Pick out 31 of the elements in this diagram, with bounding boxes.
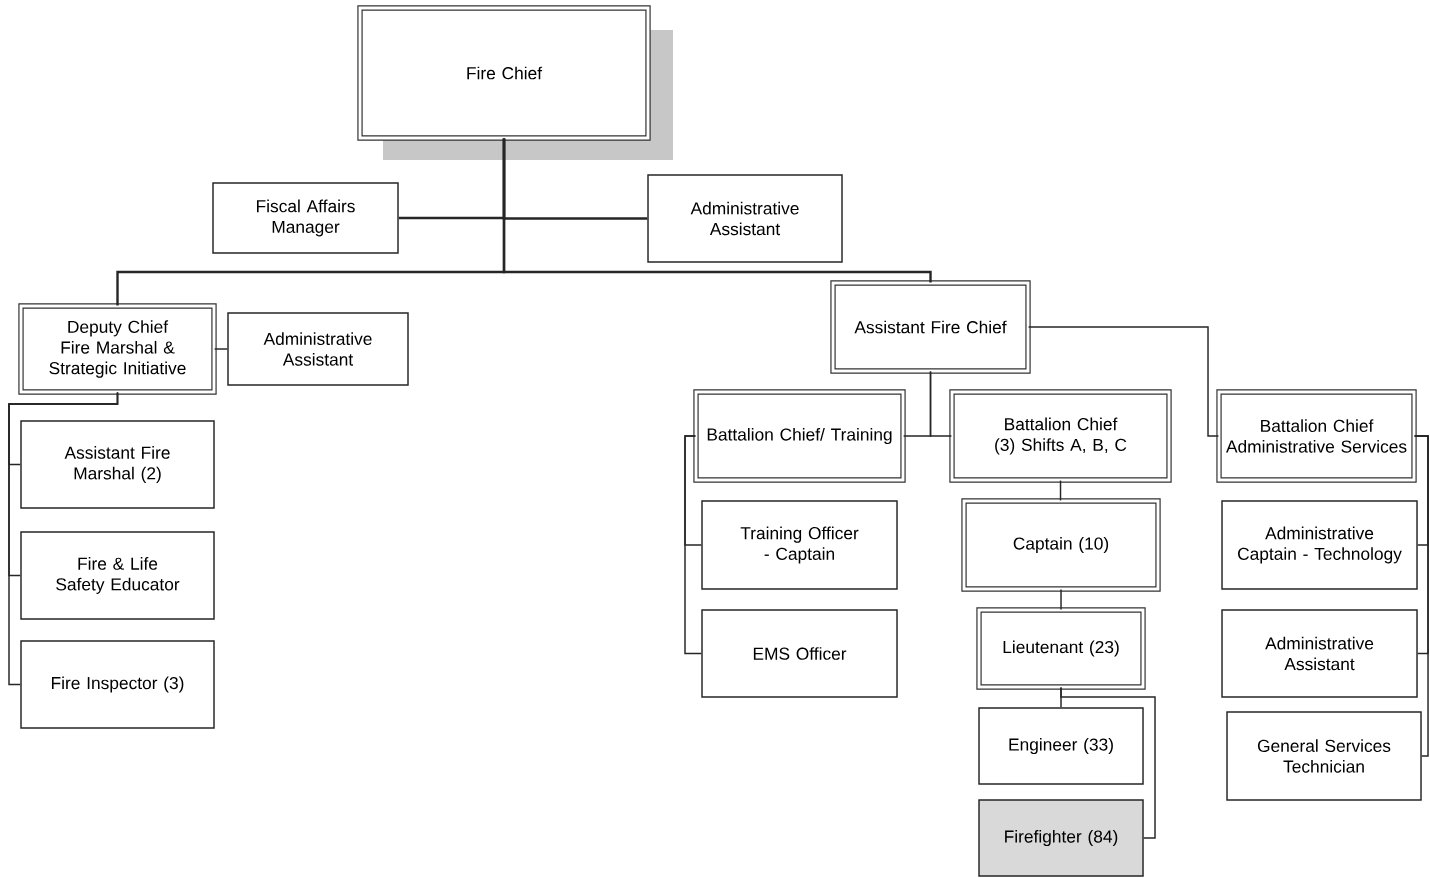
- position-box: Assistant Fire Marshal (2): [20, 420, 215, 509]
- position-box: Battalion Chief Administrative Services: [1216, 389, 1417, 483]
- position-box: Firefighter (84): [978, 799, 1144, 877]
- position-box: Fiscal Affairs Manager: [212, 182, 399, 254]
- connector-line: [1413, 435, 1429, 757]
- connector-line: [502, 138, 932, 283]
- position-box: Training Officer - Captain: [701, 500, 898, 590]
- connector-line: [213, 348, 228, 350]
- position-box: Administrative Assistant: [1221, 609, 1418, 698]
- position-box: Captain (10): [961, 498, 1161, 592]
- position-box: Fire Chief: [357, 5, 651, 141]
- position-box: Assistant Fire Chief: [830, 280, 1031, 374]
- position-box: EMS Officer: [701, 609, 898, 698]
- position-box: Administrative Assistant: [227, 312, 409, 386]
- position-box: General Services Technician: [1226, 711, 1422, 801]
- position-box: Administrative Captain - Technology: [1221, 500, 1418, 590]
- position-box: Engineer (33): [978, 707, 1144, 785]
- connector-line: [1060, 588, 1062, 611]
- position-box: Battalion Chief/ Training: [693, 389, 906, 483]
- connector-line: [684, 435, 702, 655]
- connector-line: [1027, 326, 1220, 437]
- position-box: Deputy Chief Fire Marshal & Strategic Initiative: [18, 303, 217, 395]
- position-box: Fire & Life Safety Educator: [20, 531, 215, 620]
- position-box: Lieutenant (23): [976, 607, 1146, 690]
- position-box: Administrative Assistant: [647, 174, 843, 263]
- connector-line: [1059, 479, 1062, 502]
- connector-line: [929, 370, 953, 437]
- connector-line: [8, 391, 119, 686]
- position-box: Battalion Chief (3) Shifts A, B, C: [949, 389, 1172, 483]
- position-box: Fire Inspector (3): [20, 640, 215, 729]
- connector-line: [1060, 686, 1156, 839]
